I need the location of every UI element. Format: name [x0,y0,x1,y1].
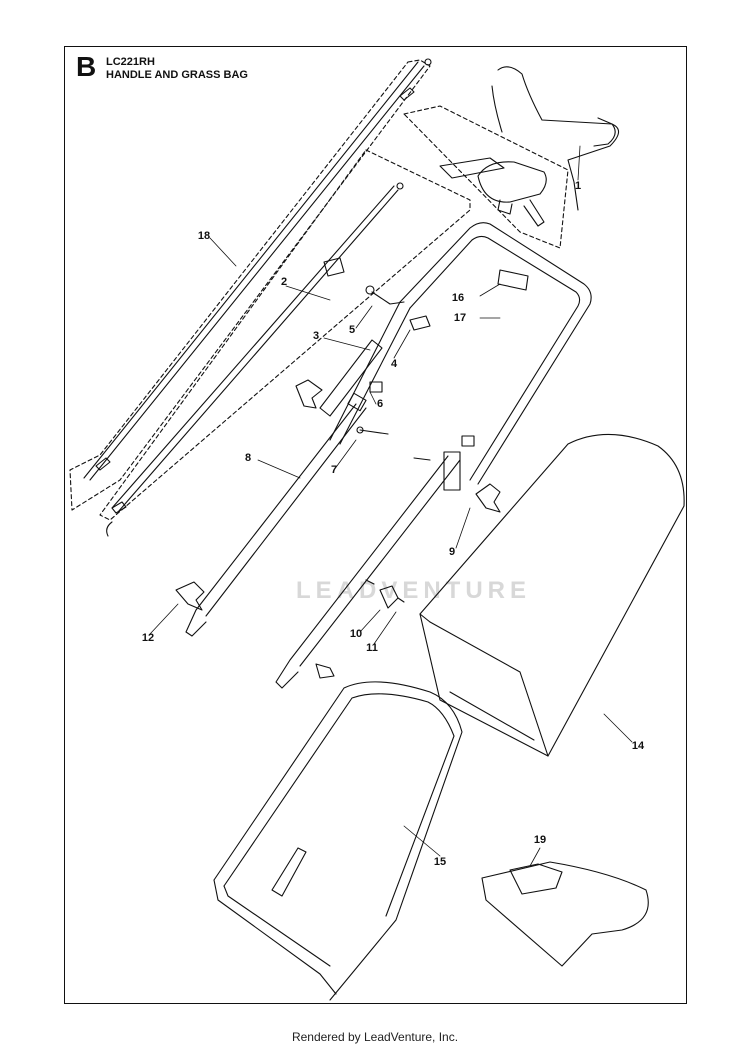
footer-credit: Rendered by LeadVenture, Inc. [291,1030,459,1044]
callout-12: 12 [141,632,155,644]
knob-6 [295,379,383,409]
callout-7: 7 [330,464,338,476]
callout-6: 6 [376,398,384,410]
callout-14: 14 [631,740,645,752]
knob-9 [461,435,501,513]
control-housing [439,157,547,291]
diagram-frame [64,46,687,1004]
bolt-7 [356,426,431,461]
callout-15: 15 [433,856,447,868]
latch-10-11 [315,579,405,679]
callout-2: 2 [280,276,288,288]
callout-18: 18 [197,230,211,242]
grass-bag-frame [213,681,463,1001]
diagram-title: HANDLE AND GRASS BAG [106,69,248,81]
upper-handle [329,222,592,485]
callout-5: 5 [348,324,356,336]
mulch-plug [481,861,649,967]
knob-12 [175,581,205,611]
lower-handle-left [185,392,367,637]
callout-8: 8 [244,452,252,464]
cable-18 [83,58,432,481]
dashed-group-1 [403,105,569,249]
callout-9: 9 [448,546,456,558]
callout-1: 1 [574,180,582,192]
clip-top [323,257,345,277]
callout-10: 10 [349,628,363,640]
callout-19: 19 [533,834,547,846]
leader-lines [149,145,633,867]
callout-3: 3 [312,330,320,342]
model-number: LC221RH [106,56,155,68]
callout-17: 17 [453,312,467,324]
callout-16: 16 [451,292,465,304]
lower-handle-right [275,451,461,689]
cable-2 [106,182,404,537]
watermark-text: LEADVENTURE [296,577,532,604]
dashed-group-2 [99,149,471,521]
rod-5 [365,285,405,305]
dashed-group-18 [69,59,431,511]
bracket-3 [319,339,383,417]
clip-4 [409,315,431,331]
grass-bag [419,433,685,757]
callout-4: 4 [390,358,398,370]
section-letter: B [76,51,97,82]
bail-lever [491,66,620,211]
callout-11: 11 [366,642,378,654]
